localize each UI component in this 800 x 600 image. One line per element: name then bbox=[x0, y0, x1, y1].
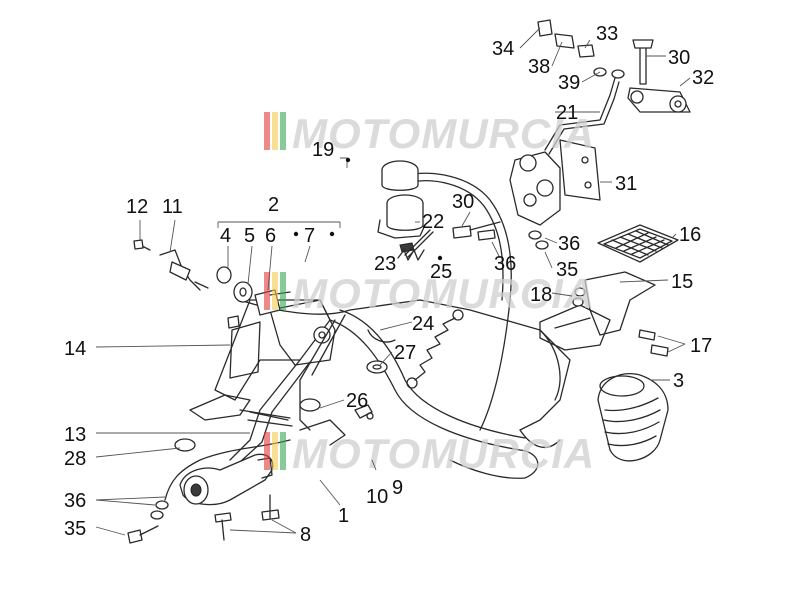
callout-13: 13 bbox=[64, 424, 86, 446]
brake-fluid-reservoir bbox=[377, 160, 434, 258]
callout-18: 18 bbox=[530, 284, 552, 306]
callout-24: 24 bbox=[412, 313, 434, 335]
callout-10: 10 bbox=[366, 486, 388, 508]
callout-28: 28 bbox=[64, 448, 86, 470]
watermark-text: MOTOMURCIA bbox=[292, 110, 595, 157]
callout-11: 11 bbox=[162, 196, 183, 218]
callout-30b: 30 bbox=[452, 191, 474, 213]
return-spring bbox=[406, 309, 464, 389]
callout-35: 35 bbox=[556, 259, 578, 281]
callout-36: 36 bbox=[558, 233, 580, 255]
callout-38: 38 bbox=[528, 56, 550, 78]
leader-lines bbox=[95, 27, 691, 536]
clip-26 bbox=[354, 404, 374, 420]
callout-17: 17 bbox=[690, 335, 712, 357]
callout-3: 3 bbox=[673, 370, 684, 392]
watermark-text: MOTOMURCIA bbox=[292, 270, 595, 317]
callout-21: 21 bbox=[556, 102, 578, 124]
callout-4: 4 bbox=[220, 225, 231, 247]
callout-9: 9 bbox=[392, 477, 403, 499]
callout-14: 14 bbox=[64, 338, 86, 360]
callout-36c: 36 bbox=[64, 490, 86, 512]
brake-valve bbox=[627, 39, 691, 113]
watermark-middle: MOTOMURCIA bbox=[264, 270, 595, 317]
callout-2: 2 bbox=[268, 194, 279, 216]
master-cylinder bbox=[179, 419, 346, 506]
reference-dots bbox=[293, 157, 443, 261]
callout-35b: 35 bbox=[64, 518, 86, 540]
bolts-17 bbox=[638, 329, 669, 357]
brake-distributor bbox=[509, 77, 620, 226]
callout-39: 39 bbox=[558, 72, 580, 94]
watermark-top: MOTOMURCIA bbox=[264, 110, 595, 157]
callout-12: 12 bbox=[126, 196, 148, 218]
callout-16: 16 bbox=[679, 224, 701, 246]
brake-lever-assembly bbox=[189, 299, 336, 463]
callout-27: 27 bbox=[394, 342, 416, 364]
pedal-rubber-pad bbox=[597, 224, 679, 263]
screws bbox=[127, 221, 501, 544]
callout-numbers: 34 38 33 30 39 32 21 19 31 30 22 36 16 1… bbox=[64, 23, 714, 546]
spring-23 bbox=[397, 249, 425, 261]
callout-19: 19 bbox=[312, 139, 334, 161]
watermark-bottom: MOTOMURCIA bbox=[264, 430, 595, 477]
callout-6: 6 bbox=[265, 225, 276, 247]
callout-26: 26 bbox=[346, 390, 368, 412]
callout-1: 1 bbox=[338, 505, 349, 527]
callout-15: 15 bbox=[671, 271, 693, 293]
callout-30: 30 bbox=[668, 47, 690, 69]
callout-36b: 36 bbox=[494, 253, 516, 275]
callout-5: 5 bbox=[244, 225, 255, 247]
callout-22: 22 bbox=[422, 211, 444, 233]
callout-32: 32 bbox=[692, 67, 714, 89]
bracket-24 bbox=[367, 329, 396, 343]
watermark-text: MOTOMURCIA bbox=[292, 430, 595, 477]
callout-8: 8 bbox=[300, 524, 311, 546]
rubber-boot bbox=[597, 373, 669, 462]
callout-31: 31 bbox=[615, 173, 637, 195]
callout-25: 25 bbox=[430, 261, 452, 283]
callout-23: 23 bbox=[374, 253, 396, 275]
callout-33: 33 bbox=[596, 23, 618, 45]
parts-drawing bbox=[127, 19, 691, 544]
washers bbox=[150, 230, 586, 520]
callout-7: 7 bbox=[304, 225, 315, 247]
callout-34: 34 bbox=[492, 38, 514, 60]
